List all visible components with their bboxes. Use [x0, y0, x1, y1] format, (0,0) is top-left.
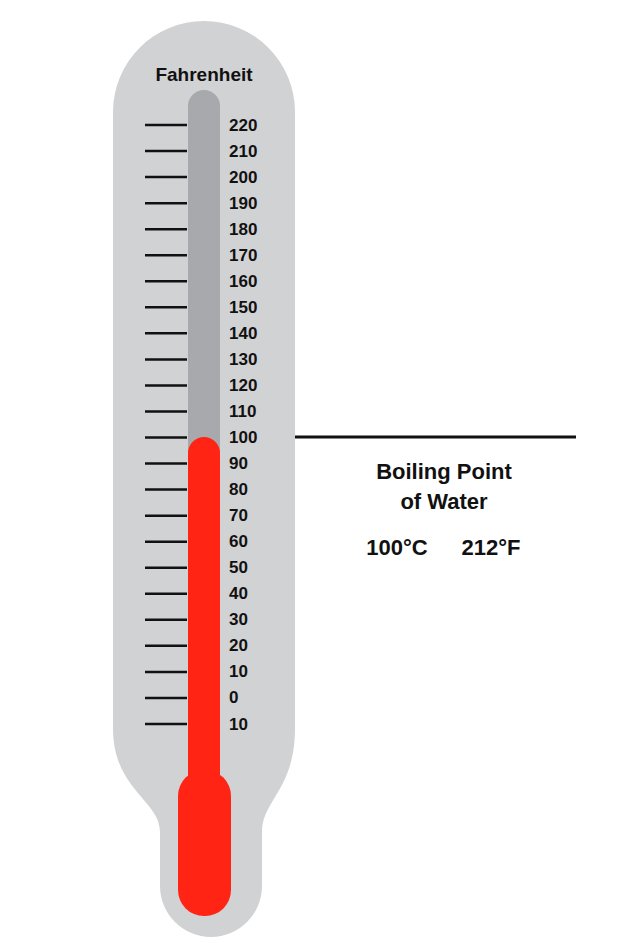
- tick-mark: [145, 514, 187, 517]
- tick-mark: [145, 176, 187, 179]
- scale-number: 150: [229, 296, 257, 319]
- scale-number: 10: [229, 713, 248, 736]
- scale-number: 200: [229, 166, 257, 189]
- tick-mark: [145, 306, 187, 309]
- scale-number: 130: [229, 348, 257, 371]
- tick-mark: [145, 593, 187, 596]
- tick-mark: [145, 280, 187, 283]
- scale-number: 20: [229, 634, 248, 657]
- mercury-column: [188, 437, 220, 797]
- tick-mark: [145, 228, 187, 231]
- tick-mark: [145, 358, 187, 361]
- tick-mark: [145, 671, 187, 674]
- tick-mark: [145, 384, 187, 387]
- thermometer-body: [113, 21, 295, 937]
- annotation-text: Boiling Point of Water: [369, 457, 519, 517]
- scale-number: 110: [229, 400, 256, 423]
- scale-number: 50: [229, 556, 248, 579]
- scale-number: 120: [229, 374, 257, 397]
- tick-mark: [145, 540, 187, 543]
- scale-number: 210: [229, 140, 257, 163]
- tick-mark: [145, 410, 187, 413]
- tick-mark: [145, 645, 187, 648]
- tick-mark: [145, 566, 187, 569]
- tick-mark: [145, 488, 187, 491]
- scale-number: 40: [229, 582, 248, 605]
- scale-number: 100: [229, 426, 257, 449]
- tick-mark: [145, 436, 187, 439]
- scale-number: 170: [229, 244, 257, 267]
- tick-mark: [145, 332, 187, 335]
- tick-mark: [145, 202, 187, 205]
- scale-number: 70: [229, 504, 248, 527]
- scale-title: Fahrenheit: [155, 62, 252, 88]
- scale-number: 0: [229, 686, 238, 709]
- tick-mark: [145, 462, 187, 465]
- tick-mark: [145, 254, 187, 257]
- scale-number: 220: [229, 114, 257, 137]
- tick-mark: [145, 150, 187, 153]
- celsius-value: 100°C: [366, 533, 427, 563]
- scale-number: 160: [229, 270, 257, 293]
- scale-number: 10: [229, 660, 248, 683]
- scale-number: 80: [229, 478, 248, 501]
- scale-number: 140: [229, 322, 257, 345]
- scale-number: 30: [229, 608, 248, 631]
- tick-mark: [145, 619, 187, 622]
- tick-mark: [145, 697, 187, 700]
- scale-number: 60: [229, 530, 248, 553]
- boiling-point-line: [295, 436, 576, 439]
- mercury-bulb: [178, 770, 231, 916]
- scale-number: 90: [229, 452, 248, 475]
- tick-mark: [145, 124, 187, 127]
- fahrenheit-value: 212°F: [462, 533, 521, 563]
- tick-mark: [145, 723, 187, 726]
- scale-number: 180: [229, 218, 257, 241]
- empty-tube: [188, 90, 220, 470]
- tick-marks: [145, 125, 187, 724]
- scale-number: 190: [229, 192, 257, 215]
